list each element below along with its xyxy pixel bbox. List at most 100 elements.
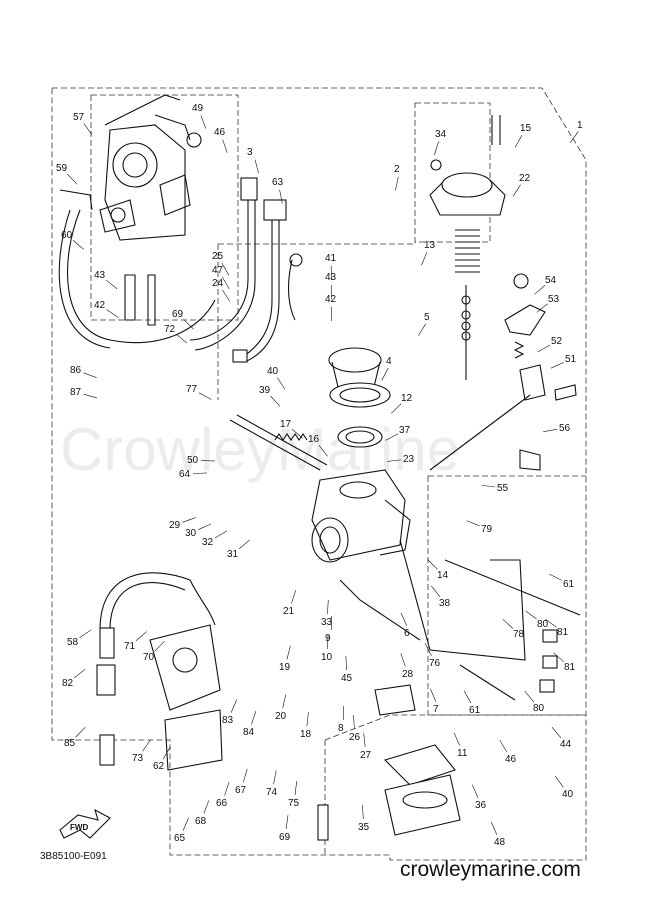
callout-56: 56 [559,423,571,434]
callout-labels: 1 2 3 4 5 6 7 8 9 10 11 12 13 14 15 16 1… [56,103,583,848]
callout-58: 58 [67,637,79,648]
callout-46-upper: 46 [214,127,226,138]
callout-2: 2 [394,164,400,175]
callout-59: 59 [56,163,68,174]
callout-22: 22 [519,173,531,184]
leader-callout-40-lower [555,775,564,788]
callout-31: 31 [227,549,239,560]
leader-callout-47 [221,276,230,290]
callout-17: 17 [280,419,292,430]
leader-callout-48 [490,821,498,835]
callout-54: 54 [545,275,557,286]
leader-callout-57 [83,123,93,135]
leader-callout-66 [224,782,230,796]
callout-73: 73 [132,753,144,764]
leader-callout-31 [238,539,251,550]
diagram-code: 3B85100-E091 [40,851,107,862]
leader-callout-27 [363,733,366,748]
callout-86: 86 [70,365,82,376]
leader-callout-78 [502,618,514,629]
callout-40-lower: 40 [562,789,574,800]
leader-callout-21 [291,589,297,604]
leader-callout-56 [543,429,558,432]
callout-33: 33 [321,617,333,628]
leader-callout-83 [230,699,237,713]
leader-callout-18 [306,712,309,727]
leader-callout-86 [83,372,97,378]
callout-42-right: 42 [325,294,337,305]
leader-callout-30 [198,523,212,530]
leader-callout-61-lower [463,690,472,704]
leader-lines [67,115,579,835]
leader-callout-33 [327,600,329,615]
site-footer: crowleymarine.com [400,858,581,881]
callout-34: 34 [435,129,447,140]
callout-11: 11 [457,748,468,759]
leader-callout-14 [427,559,438,570]
leader-callout-13 [421,252,428,266]
leader-callout-81-upper [545,618,557,628]
fwd-arrow: FWD [59,808,111,839]
callout-15: 15 [520,123,532,134]
callout-80-lower: 80 [533,703,545,714]
leader-callout-22 [512,184,521,197]
leader-callout-29 [182,517,196,523]
callout-69-lower: 69 [279,832,291,843]
vent-hoses-illustration [189,177,303,363]
leader-callout-67 [242,768,248,783]
fwd-label: FWD [70,823,88,832]
leader-callout-58 [79,629,92,638]
spring-17-illustration [274,433,308,441]
leader-callout-23 [387,459,402,462]
callout-39: 39 [259,385,271,396]
leader-callout-72 [175,333,188,344]
leader-callout-34 [434,141,439,156]
leader-callout-71 [135,631,147,641]
callout-70: 70 [143,652,155,663]
callout-41: 41 [325,253,337,264]
leader-callout-44 [551,726,562,739]
leader-callout-52 [537,344,551,353]
callout-9: 9 [325,633,331,644]
callout-79: 79 [481,524,493,535]
callout-12: 12 [401,393,413,404]
callout-75: 75 [288,798,300,809]
leader-callout-39 [270,395,281,407]
leader-callout-43-left [106,279,118,290]
callout-62: 62 [153,761,165,772]
callout-27: 27 [360,750,372,761]
callout-77: 77 [186,384,198,395]
callout-71: 71 [124,641,136,652]
callout-64: 64 [179,469,191,480]
callout-1: 1 [577,120,583,131]
leader-callout-12 [391,403,402,414]
callout-49: 49 [192,103,204,114]
callout-5: 5 [424,312,430,323]
callout-36: 36 [475,800,487,811]
callout-20: 20 [275,711,287,722]
callout-40-upper: 40 [267,366,279,377]
leader-callout-49 [200,115,207,129]
callout-61-lower: 61 [469,705,481,716]
callout-81-upper: 81 [557,627,569,638]
leader-callout-55 [481,484,496,488]
leader-callout-82 [74,668,86,679]
leader-callout-35 [361,805,364,820]
leader-callout-69-lower [285,815,289,830]
callout-55: 55 [497,483,509,494]
callout-81-lower: 81 [564,662,576,673]
leader-callout-37 [385,433,399,441]
fuel-pump-illustration [96,572,223,771]
leader-callout-80-upper [525,610,537,620]
callout-52: 52 [551,336,563,347]
leader-callout-5 [418,323,427,336]
leader-callout-70 [154,641,165,652]
float-bowl-illustration [317,684,461,841]
callout-63: 63 [272,177,284,188]
callout-18: 18 [300,729,312,740]
leader-callout-74 [273,770,277,785]
leader-callout-6 [400,612,408,626]
leader-callout-80-lower [524,690,535,703]
callout-67: 67 [235,785,247,796]
callout-32: 32 [202,537,214,548]
